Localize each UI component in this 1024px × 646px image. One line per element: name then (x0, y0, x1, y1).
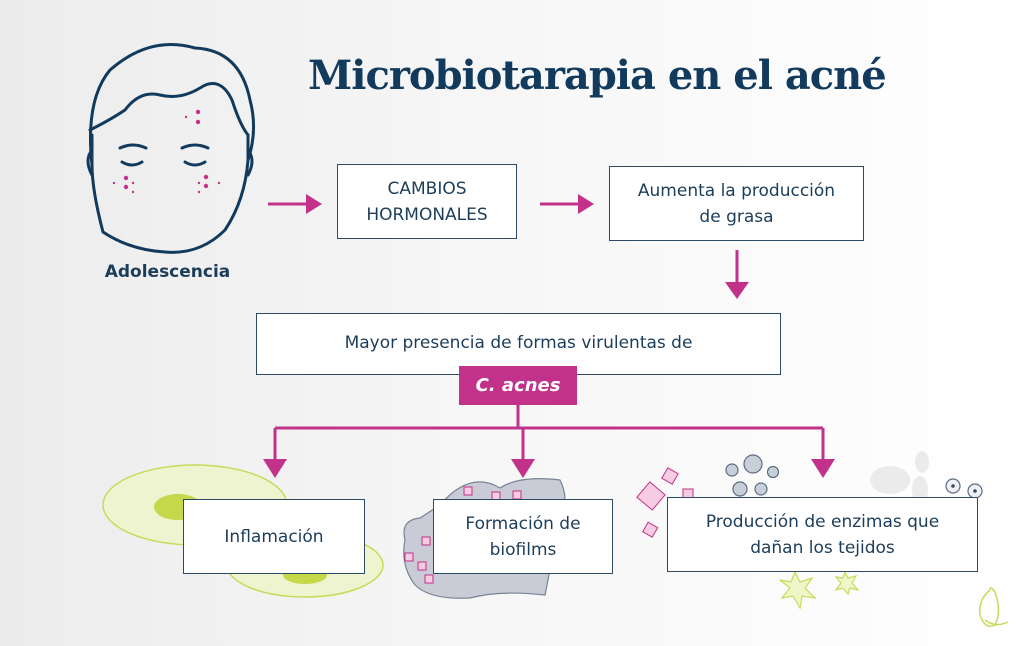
box-enzymes: Producción de enzimas que dañan los teji… (667, 497, 978, 572)
box-oil-production: Aumenta la producción de grasa (609, 166, 864, 241)
acne-spots (112, 109, 221, 194)
box-text: Mayor presencia de formas virulentas de (344, 333, 693, 353)
flow-arrows (263, 194, 835, 478)
page-title: Microbiotarapia en el acné (308, 52, 887, 99)
box-virulent-forms: Mayor presencia de formas virulentas de (256, 313, 781, 375)
box-biofilms: Formación de biofilms (433, 499, 613, 574)
box-text: Aumenta la producción de grasa (637, 180, 836, 227)
enzymes-illustration (636, 451, 983, 610)
box-text: Formación de biofilms (465, 513, 581, 560)
adolescent-face-icon (86, 43, 255, 254)
box-inflammation: Inflamación (183, 499, 365, 574)
brand-logo-icon (978, 587, 1009, 627)
c-acnes-badge: C. acnes (459, 366, 577, 405)
box-text: Producción de enzimas que dañan los teji… (705, 511, 940, 558)
box-text: Inflamación (224, 526, 324, 547)
box-hormonal-changes: CAMBIOS HORMONALES (337, 164, 517, 239)
box-text: CAMBIOS HORMONALES (366, 178, 488, 225)
face-label: Adolescencia (104, 262, 231, 282)
